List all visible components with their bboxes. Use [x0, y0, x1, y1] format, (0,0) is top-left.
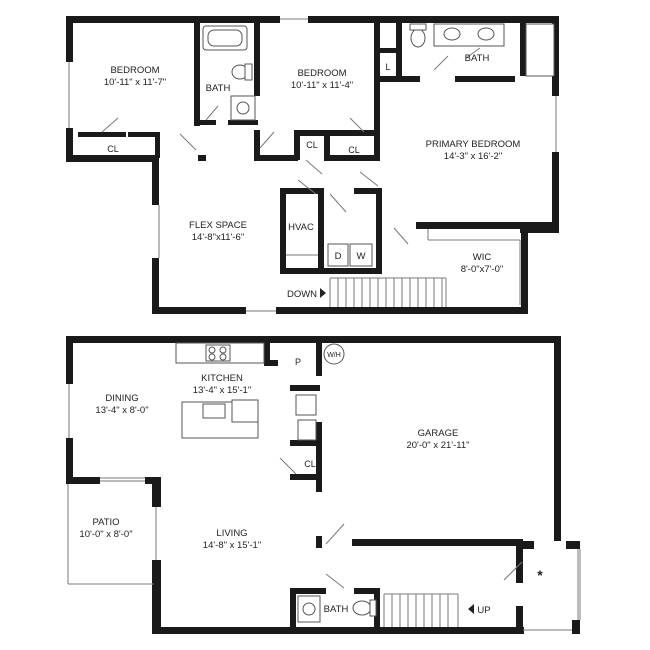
- entry-mark: *: [537, 567, 543, 583]
- bath-1-label: BATH: [206, 83, 231, 94]
- stairs-up-label: UP: [477, 605, 490, 616]
- stairs-down-label: DOWN: [287, 289, 317, 300]
- closet-label: CL: [304, 459, 316, 469]
- closet-3-label: CL: [348, 145, 360, 155]
- water-heater-icon: [323, 343, 345, 365]
- dryer-label: D: [335, 251, 342, 262]
- bedroom-1-name: BEDROOM: [110, 65, 159, 76]
- arrow-right-icon: [320, 288, 326, 298]
- bedroom-2-size: 10'-11" x 11'-4": [291, 80, 353, 91]
- primary-bedroom-size: 14'-3" x 16'-2": [444, 151, 502, 162]
- bath-label: BATH: [324, 604, 349, 615]
- wic-size: 8'-0"x7'-0": [461, 264, 504, 275]
- dining-name: DINING: [105, 393, 138, 404]
- stairs-up: [383, 593, 474, 627]
- linen-label: L: [385, 62, 390, 72]
- bedroom-1-size: 10'-11" x 11'-7": [104, 77, 166, 88]
- flex-space-size: 14'-8"x11'-6": [192, 232, 244, 243]
- garage-name: GARAGE: [418, 428, 459, 439]
- bath-2-label: BATH: [465, 53, 490, 64]
- living-size: 14'-8" x 15'-1": [203, 540, 261, 551]
- washer-label: W: [357, 251, 366, 262]
- living-name: LIVING: [216, 528, 247, 539]
- closet-2-label: CL: [306, 140, 318, 150]
- patio-name: PATIO: [92, 517, 119, 528]
- hvac-label: HVAC: [288, 222, 314, 233]
- upper-floor: BEDROOM 10'-11" x 11'-7" BATH BEDROOM 10…: [66, 16, 559, 314]
- kitchen-size: 13'-4" x 15'-1": [193, 385, 251, 396]
- flex-space-name: FLEX SPACE: [189, 220, 247, 231]
- primary-bedroom-name: PRIMARY BEDROOM: [426, 139, 521, 150]
- pantry-label: P: [295, 357, 301, 367]
- dining-size: 13'-4" x 8'-0": [95, 405, 148, 416]
- arrow-left-icon: [468, 604, 474, 614]
- bedroom-2-name: BEDROOM: [297, 68, 346, 79]
- water-heater-label: W/H: [327, 352, 341, 359]
- closet-1-label: CL: [107, 144, 119, 154]
- patio-size: 10'-0" x 8'-0": [79, 529, 132, 540]
- kitchen-name: KITCHEN: [201, 373, 243, 384]
- garage-size: 20'-0" x 21'-11": [406, 440, 469, 451]
- stairs-down: [320, 277, 447, 307]
- wic-name: WIC: [473, 252, 492, 263]
- lower-floor: KITCHEN 13'-4" x 15'-1" P W/H DINING 13'…: [66, 336, 581, 634]
